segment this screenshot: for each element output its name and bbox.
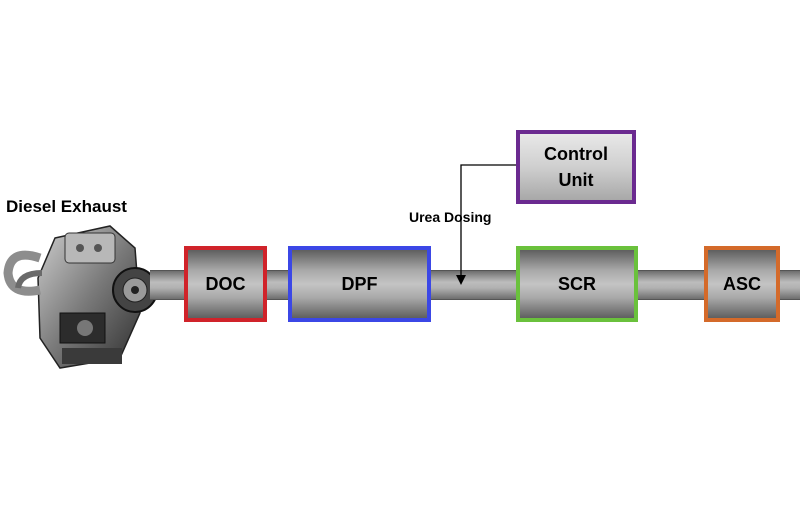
doc-component: DOC	[184, 246, 267, 322]
dpf-component: DPF	[288, 246, 431, 322]
scr-component: SCR	[516, 246, 638, 322]
asc-component: ASC	[704, 246, 780, 322]
asc-label: ASC	[722, 273, 761, 294]
diesel-engine-icon	[3, 225, 158, 369]
dpf-label: DPF	[341, 273, 378, 294]
control-unit-label-line2: Unit	[558, 170, 594, 190]
doc-label: DOC	[205, 273, 246, 294]
control-unit-box: Control Unit	[516, 130, 636, 204]
control-unit-label-line1: Control	[544, 144, 608, 164]
scr-label: SCR	[557, 273, 596, 294]
diagram-title: Diesel Exhaust	[6, 197, 127, 216]
urea-dosing-label: Urea Dosing	[409, 209, 492, 225]
